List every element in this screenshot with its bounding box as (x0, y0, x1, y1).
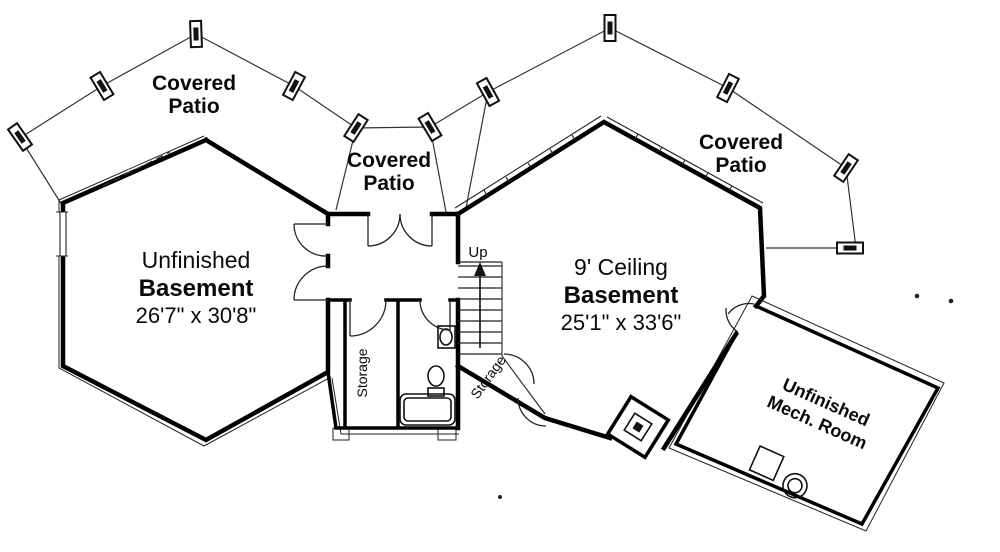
patio-right-outline (355, 27, 857, 249)
column-post (342, 112, 370, 144)
bath-fixtures (399, 325, 456, 426)
bathtub (399, 393, 456, 426)
column-post (475, 76, 501, 108)
misc-dots (498, 293, 954, 499)
bathtub-inner (403, 397, 452, 422)
column-post (832, 152, 860, 184)
patio-left-outline (19, 33, 357, 206)
dot-mark (914, 293, 920, 299)
label-left-basement-dims: 26'7" x 30'8" (136, 303, 257, 328)
door-swing-arc (293, 223, 329, 257)
patio-door-arc (517, 397, 547, 427)
label-covered-patio-middle: Patio (363, 172, 414, 195)
label-mech-room: Unfinished Mech. Room (764, 374, 872, 453)
up-arrow-head (474, 262, 486, 276)
column-post (189, 19, 203, 49)
door-swings (293, 213, 755, 427)
understair-wall (501, 355, 546, 415)
middle-interior-walls (326, 298, 460, 430)
water-heater (782, 472, 808, 499)
fireplace-core (632, 421, 644, 433)
window-frame (56, 211, 68, 257)
column-post (6, 121, 34, 153)
door-swing-arc (293, 265, 329, 301)
column-post (715, 72, 741, 104)
label-covered-patio-left: Covered (152, 72, 236, 95)
label-covered-patio-right: Covered (699, 131, 783, 154)
label-right-basement-name: Basement (564, 282, 679, 309)
column-post (836, 241, 864, 255)
window-band (454, 115, 602, 209)
sink-bowl (439, 328, 453, 346)
mech-fixtures (748, 445, 808, 499)
stairs (458, 261, 546, 415)
label-storage-left: Storage (354, 348, 370, 397)
storage-door-arc (349, 299, 387, 337)
label-left-basement-name: Unfinished (142, 247, 251, 273)
dot-mark (498, 495, 502, 499)
label-right-basement-dims: 25'1" x 33'6" (561, 310, 682, 335)
patio-connector-line (465, 91, 489, 209)
mech-door-arc (727, 302, 755, 315)
foundation-offset-left (58, 135, 332, 447)
label-right-basement-name: 9' Ceiling (574, 254, 668, 280)
column-post (281, 70, 307, 102)
label-covered-patio-right: Patio (715, 154, 766, 177)
sink-counter (437, 325, 456, 349)
toilet-bowl (427, 365, 445, 387)
window-ticks (634, 133, 733, 192)
foundation-offset-middle (331, 377, 459, 435)
furnace (748, 445, 785, 482)
label-left-basement-name: Basement (139, 275, 254, 302)
column-post (603, 14, 617, 42)
label-covered-patio-left: Patio (168, 95, 219, 118)
walls (60, 119, 941, 527)
fireplace (605, 394, 671, 460)
window-gap (58, 212, 68, 256)
understair-door-arc (503, 353, 535, 385)
column-post (89, 70, 115, 102)
double-door-leaf (399, 213, 433, 247)
windows (56, 115, 764, 257)
double-door-leaf (367, 213, 401, 247)
fireplace-flue (623, 412, 653, 442)
patio-posts (6, 14, 864, 255)
water-heater-inner (787, 477, 803, 494)
toilet-tank (427, 387, 445, 397)
mech-room-walls (673, 303, 941, 527)
overhead-dashed-line (102, 151, 171, 187)
window-ticks (483, 134, 576, 197)
column-post (417, 111, 443, 143)
label-stairs-up: Up (468, 244, 487, 261)
mech-door-arc (725, 307, 739, 333)
label-covered-patio-middle: Covered (347, 149, 431, 172)
dot-mark (948, 298, 954, 304)
